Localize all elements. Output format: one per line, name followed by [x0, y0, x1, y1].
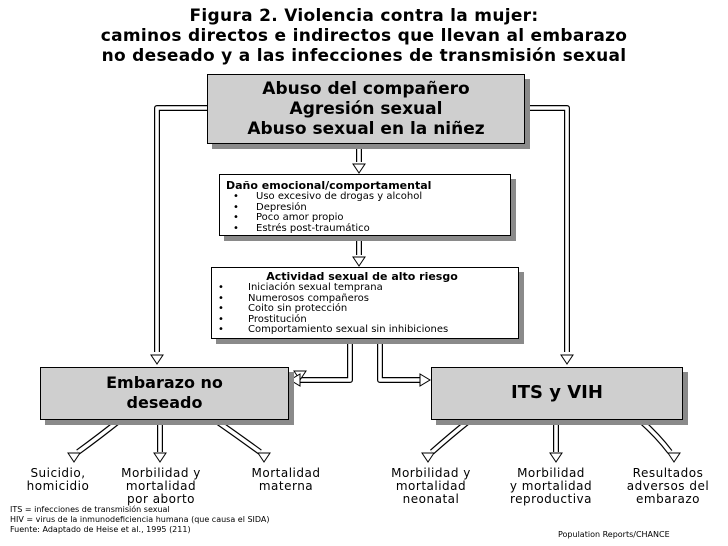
- sti-hiv-label: ITS y VIH: [511, 382, 603, 403]
- abuse-type-label: Agresión sexual: [289, 99, 443, 119]
- publisher-credit: Population Reports/CHANCE: [558, 530, 670, 539]
- footnote: ITS = infecciones de transmisión sexual: [10, 505, 170, 514]
- connector-arrow-24: [153, 452, 167, 463]
- list-item: Comportamiento sexual sin inhibiciones: [216, 324, 518, 336]
- outcome-label: embarazo: [636, 492, 700, 506]
- outcome-label: neonatal: [402, 492, 460, 506]
- emotional-damage-box: Daño emocional/comportamental Uso excesi…: [219, 174, 511, 236]
- connector-arrow-0: [154, 105, 207, 352]
- outcome-label: mortalidad: [395, 479, 467, 493]
- outcome-label: Morbilidad y: [121, 466, 201, 480]
- outcome-label: Mortalidad: [251, 466, 321, 480]
- outcome-label: adversos del: [626, 479, 710, 493]
- title-line-2: caminos directos e indirectos que llevan…: [100, 26, 628, 46]
- outcome-label: por aborto: [127, 492, 195, 506]
- sti-hiv-box: ITS y VIH: [431, 367, 683, 420]
- outcome-label: Suicidio,: [30, 466, 86, 480]
- emotional-damage-heading: Daño emocional/comportamental: [226, 179, 432, 192]
- connector-arrow-1: [155, 106, 207, 352]
- connector-arrow-15: [377, 339, 420, 383]
- connector-arrow-17: [419, 373, 431, 387]
- outcome-suicide-homicide: Suicidio, homicidio: [4, 467, 112, 493]
- list-item: Uso excesivo de drogas y alcohol: [226, 191, 510, 203]
- high-risk-sexual-activity-list: Iniciación sexual temprana Numerosos com…: [216, 282, 518, 336]
- connector-arrow-18: [289, 373, 301, 387]
- connector-arrow-16: [378, 339, 420, 382]
- connector-arrow-20: [76, 418, 122, 454]
- outcome-label: Morbilidad: [517, 466, 585, 480]
- connector-arrow-36: [667, 452, 681, 463]
- list-item: Depresión: [226, 202, 510, 214]
- connector-arrow-30: [421, 452, 435, 463]
- connector-arrow-21: [67, 452, 81, 463]
- abuse-type-label: Abuso del compañero: [262, 79, 470, 99]
- connector-arrow-8: [352, 163, 366, 174]
- footnote: Fuente: Adaptado de Heise et al., 1995 (…: [10, 525, 191, 534]
- high-risk-sexual-activity-box: Actividad sexual de alto riesgo Iniciaci…: [211, 267, 519, 339]
- connector-arrow-29: [430, 418, 472, 454]
- outcome-maternal-mortality: Mortalidad materna: [234, 467, 338, 493]
- outcome-adverse-pregnancy: Resultados adversos del embarazo: [612, 467, 724, 506]
- emotional-damage-list: Uso excesivo de drogas y alcohol Depresi…: [226, 191, 510, 235]
- connector-arrow-3: [530, 105, 570, 352]
- list-item: Numerosos compañeros: [216, 293, 518, 305]
- unwanted-pregnancy-label: deseado: [126, 393, 203, 412]
- list-item: Prostitución: [216, 314, 518, 326]
- connector-arrow-2: [150, 354, 164, 365]
- abuse-types-box: Abuso del compañero Agresión sexual Abus…: [207, 74, 525, 144]
- figure-title: Figura 2. Violencia contra la mujer: cam…: [0, 6, 728, 66]
- list-item: Coito sin protección: [216, 303, 518, 315]
- connector-arrow-26: [213, 418, 262, 454]
- outcome-abortion-morbidity: Morbilidad y mortalidad por aborto: [106, 467, 216, 506]
- connector-arrow-27: [257, 452, 271, 463]
- list-item: Estrés post-traumático: [226, 223, 510, 235]
- connector-arrow-11: [352, 256, 366, 267]
- outcome-label: Morbilidad y: [391, 466, 471, 480]
- list-item: Poco amor propio: [226, 212, 510, 224]
- connector-arrow-4: [530, 106, 569, 352]
- abuse-type-label: Abuso sexual en la niñez: [247, 119, 485, 139]
- outcome-neonatal-morbidity: Morbilidad y mortalidad neonatal: [374, 467, 488, 506]
- outcome-label: y mortalidad: [509, 479, 593, 493]
- footnotes: ITS = infecciones de transmisión sexual …: [10, 505, 270, 535]
- connector-arrow-5: [560, 354, 574, 365]
- unwanted-pregnancy-label: Embarazo no: [106, 373, 223, 392]
- outcome-reproductive-morbidity: Morbilidad y mortalidad reproductiva: [494, 467, 608, 506]
- connector-arrow-12: [298, 339, 353, 383]
- high-risk-sexual-activity-heading: Actividad sexual de alto riesgo: [266, 270, 458, 283]
- title-line-1: Figura 2. Violencia contra la mujer:: [189, 6, 539, 26]
- outcome-label: reproductiva: [510, 492, 592, 506]
- outcome-label: homicidio: [26, 479, 90, 493]
- connector-arrow-13: [298, 339, 352, 382]
- unwanted-pregnancy-box: Embarazo no deseado: [40, 367, 289, 420]
- connector-arrow-33: [549, 452, 563, 463]
- footnote: HIV = virus de la inmunodeficiencia huma…: [10, 515, 270, 524]
- list-item: Iniciación sexual temprana: [216, 282, 518, 294]
- outcome-label: mortalidad: [125, 479, 197, 493]
- outcome-label: materna: [258, 479, 314, 493]
- connector-arrow-35: [638, 418, 672, 454]
- title-line-3: no deseado y a las infecciones de transm…: [101, 46, 627, 66]
- outcome-label: Resultados: [632, 466, 704, 480]
